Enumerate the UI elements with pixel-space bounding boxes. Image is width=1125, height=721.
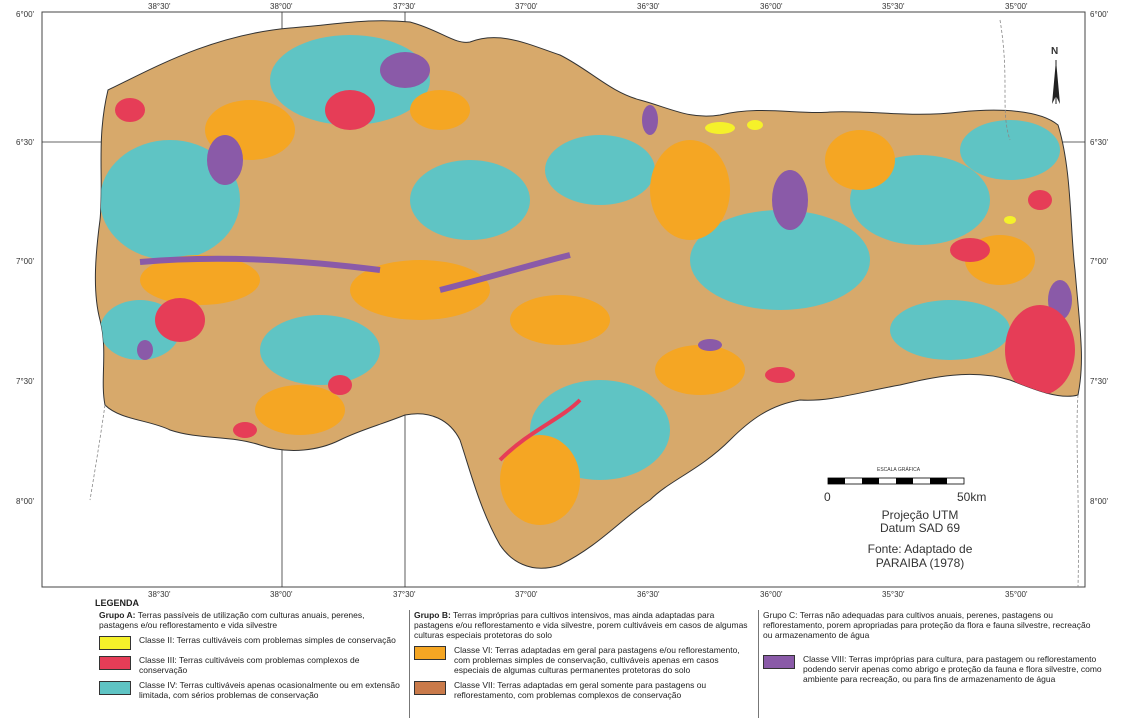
legend-item-classe-ii: Classe II: Terras cultiváveis com proble… — [95, 635, 405, 650]
legend-item-classe-iv: Classe IV: Terras cultiváveis apenas oca… — [95, 680, 405, 700]
source-line1: Fonte: Adaptado de — [867, 542, 973, 556]
swatch-orange — [414, 646, 446, 660]
top-lon-label: 35°00' — [1005, 2, 1028, 11]
right-lat-label: 8°00' — [1090, 497, 1109, 506]
legend-group-a: Grupo A: Terras passíveis de utilização … — [95, 610, 405, 718]
group-a-text: Terras passíveis de utilização com cultu… — [99, 610, 365, 630]
left-lat-label: 7°00' — [16, 257, 35, 266]
legend-group-c: Grupo C: Terras não adequadas para culti… — [758, 610, 1104, 718]
group-b-desc: Grupo B: Terras impróprias para cultivos… — [410, 610, 755, 640]
legend-item-classe-viii: Classe VIII: Terras impróprias para cult… — [759, 654, 1104, 684]
top-lon-label: 35°30' — [882, 2, 905, 11]
classe-vi-label: Classe VI: Terras adaptadas em geral par… — [454, 645, 740, 675]
land-capability-map — [41, 11, 1086, 588]
source-line2: PARAIBA (1978) — [875, 556, 965, 570]
right-lat-label: 7°30' — [1090, 377, 1109, 386]
map-frame — [41, 11, 1086, 588]
legend-group-b: Grupo B: Terras impróprias para cultivos… — [409, 610, 755, 718]
bottom-lon-label: 38°30' — [148, 590, 171, 599]
top-lon-label: 37°30' — [393, 2, 416, 11]
classe-iii-label: Classe III: Terras cultiváveis com probl… — [139, 655, 360, 675]
land-class-patches — [100, 35, 1075, 525]
top-lon-label: 38°00' — [270, 2, 293, 11]
swatch-brown — [414, 681, 446, 695]
left-lat-label: 7°30' — [16, 377, 35, 386]
left-lat-label: 6°30' — [16, 138, 35, 147]
group-b-heading: Grupo B: — [414, 610, 451, 620]
top-lon-label: 37°00' — [515, 2, 538, 11]
group-c-desc: Grupo C: Terras não adequadas para culti… — [759, 610, 1104, 640]
classe-iv-label: Classe IV: Terras cultiváveis apenas oca… — [139, 680, 400, 700]
scale-title: ESCALA GRÁFICA — [877, 467, 921, 473]
bottom-lon-label: 35°00' — [1005, 590, 1028, 599]
right-lat-label: 6°00' — [1090, 10, 1109, 19]
bottom-lon-label: 37°00' — [515, 590, 538, 599]
scale-end: 50km — [957, 490, 987, 504]
scale-bar — [827, 477, 965, 485]
legend-item-classe-vi: Classe VI: Terras adaptadas em geral par… — [410, 645, 755, 675]
coastline-dashed — [1076, 394, 1079, 588]
projection-label: Projeção UTM — [881, 508, 959, 522]
classe-ii-label: Classe II: Terras cultiváveis com proble… — [139, 635, 396, 645]
bottom-lon-label: 38°00' — [270, 590, 293, 599]
top-lon-label: 36°30' — [637, 2, 660, 11]
legend-item-classe-iii: Classe III: Terras cultiváveis com probl… — [95, 655, 405, 675]
legend-title: LEGENDA — [95, 598, 140, 608]
swatch-yellow — [99, 636, 131, 650]
state-border-dashed — [89, 404, 106, 501]
left-lat-label: 8°00' — [16, 497, 35, 506]
north-label: N — [1051, 46, 1059, 57]
datum-label: Datum SAD 69 — [879, 521, 961, 535]
left-lat-label: 6°00' — [16, 10, 35, 19]
swatch-purple — [763, 655, 795, 669]
right-lat-label: 6°30' — [1090, 138, 1109, 147]
scale-start: 0 — [824, 490, 831, 504]
group-a-heading: Grupo A: — [99, 610, 136, 620]
legend: LEGENDA Grupo A: Terras passíveis de uti… — [95, 598, 1105, 720]
group-c-text: Terras não adequadas para cultivos anuai… — [763, 610, 1091, 640]
swatch-red — [99, 656, 131, 670]
group-b-text: Terras impróprias para cultivos intensiv… — [414, 610, 748, 640]
bottom-lon-label: 36°00' — [760, 590, 783, 599]
bottom-lon-label: 35°30' — [882, 590, 905, 599]
state-border-dashed — [999, 19, 1011, 141]
classe-viii-label: Classe VIII: Terras impróprias para cult… — [803, 654, 1102, 684]
top-lon-label: 38°30' — [148, 2, 171, 11]
bottom-lon-label: 36°30' — [637, 590, 660, 599]
top-lon-label: 36°00' — [760, 2, 783, 11]
north-arrow-icon — [1052, 60, 1060, 104]
right-lat-label: 7°00' — [1090, 257, 1109, 266]
group-a-desc: Grupo A: Terras passíveis de utilização … — [95, 610, 405, 630]
group-c-heading: Grupo C: — [763, 610, 798, 620]
classe-vii-label: Classe VII: Terras adaptadas em geral so… — [454, 680, 707, 700]
legend-item-classe-vii: Classe VII: Terras adaptadas em geral so… — [410, 680, 755, 700]
swatch-cyan — [99, 681, 131, 695]
bottom-lon-label: 37°30' — [393, 590, 416, 599]
